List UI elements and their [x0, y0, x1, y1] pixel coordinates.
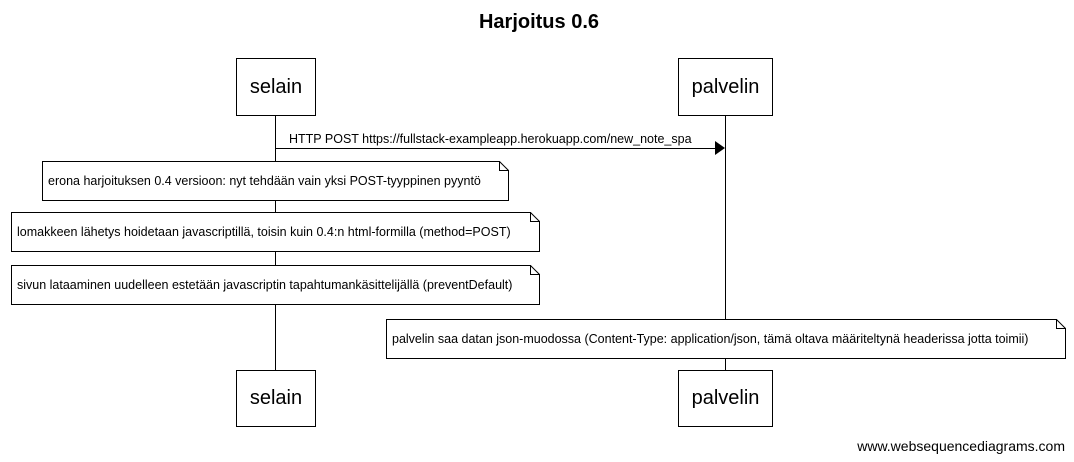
message-label: HTTP POST https://fullstack-exampleapp.h…: [289, 132, 692, 146]
note-1: erona harjoituksen 0.4 versioon: nyt teh…: [42, 161, 509, 201]
footer-watermark: www.websequencediagrams.com: [857, 438, 1065, 454]
note-fold-icon: [1056, 319, 1066, 329]
actor-selain-bottom: selain: [236, 370, 316, 427]
actor-selain-top: selain: [236, 58, 316, 116]
note-fold-icon: [530, 265, 540, 275]
diagram-title: Harjoitus 0.6: [478, 11, 600, 33]
actor-palvelin-top: palvelin: [678, 58, 773, 116]
note-1-text: erona harjoituksen 0.4 versioon: nyt teh…: [48, 174, 481, 188]
lifeline-palvelin: [725, 116, 726, 370]
note-2: lomakkeen lähetys hoidetaan javascriptil…: [11, 212, 540, 252]
note-3: sivun lataaminen uudelleen estetään java…: [11, 265, 540, 305]
note-4-text: palvelin saa datan json-muodossa (Conten…: [392, 332, 1029, 346]
note-fold-icon: [499, 161, 509, 171]
note-fold-icon: [530, 212, 540, 222]
actor-palvelin-bottom: palvelin: [678, 370, 773, 427]
message-arrow-line: [275, 148, 716, 149]
note-2-text: lomakkeen lähetys hoidetaan javascriptil…: [17, 225, 511, 239]
note-4: palvelin saa datan json-muodossa (Conten…: [386, 319, 1066, 359]
note-3-text: sivun lataaminen uudelleen estetään java…: [17, 278, 513, 292]
arrow-head-icon: [715, 141, 725, 155]
